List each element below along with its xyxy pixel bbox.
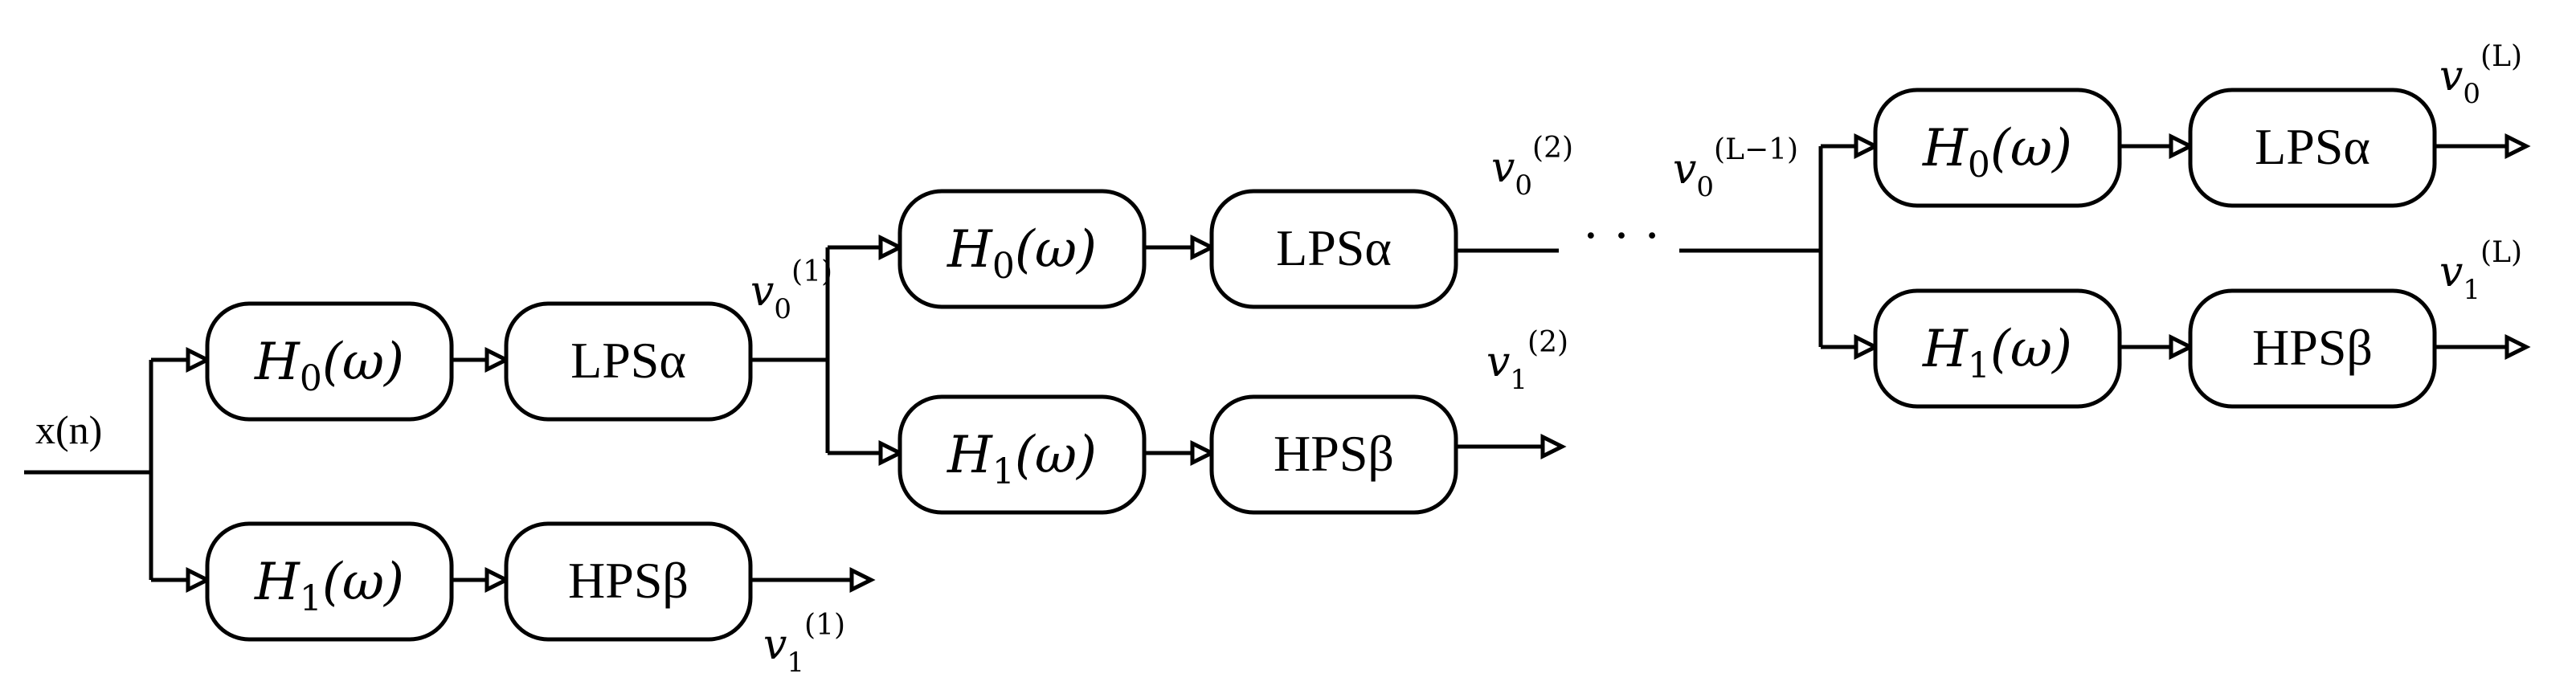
signal-v0-L: v0(L) bbox=[2439, 40, 2522, 110]
signal-v0-1: v0(1) bbox=[750, 255, 832, 325]
stage1-lps-label: LPSα bbox=[570, 332, 686, 389]
stageL-h1-label: H1(ω) bbox=[1922, 320, 2072, 386]
arrow-out-v0-L bbox=[2504, 133, 2531, 160]
stage2-hps-label: HPSβ bbox=[1274, 425, 1394, 482]
stage2-lps-label: LPSα bbox=[1276, 219, 1392, 276]
signal-v1-L: v1(L) bbox=[2439, 236, 2522, 306]
arrow-s1-h0 bbox=[186, 346, 212, 373]
signal-v1-1: v1(1) bbox=[763, 609, 845, 679]
stage2-h1-label: H1(ω) bbox=[947, 426, 1097, 492]
signal-v0-Lminus1: v0(L−1) bbox=[1673, 133, 1798, 203]
arrow-s1-h1 bbox=[186, 566, 212, 594]
stage1-h0-label: H0(ω) bbox=[254, 333, 404, 399]
stage2-hps-block bbox=[1209, 394, 1458, 515]
arrow-out-v1-L bbox=[2504, 333, 2531, 361]
input-label: x(n) bbox=[35, 407, 102, 452]
stageL-hps-label: HPSβ bbox=[2252, 319, 2373, 376]
signal-v1-2: v1(2) bbox=[1486, 326, 1568, 396]
stage1-h1-label: H1(ω) bbox=[254, 553, 404, 619]
stageL-lps-label: LPSα bbox=[2255, 118, 2370, 175]
stage2-h0-label: H0(ω) bbox=[947, 220, 1097, 287]
ellipsis: · · · bbox=[1583, 208, 1659, 264]
arrow-out-v1-2 bbox=[1540, 433, 1567, 460]
stage1-hps-label: HPSβ bbox=[568, 552, 689, 609]
signal-v0-2: v0(2) bbox=[1491, 132, 1573, 202]
arrow-out-v1-1 bbox=[849, 566, 876, 594]
stageL-h0-label: H0(ω) bbox=[1922, 119, 2072, 186]
